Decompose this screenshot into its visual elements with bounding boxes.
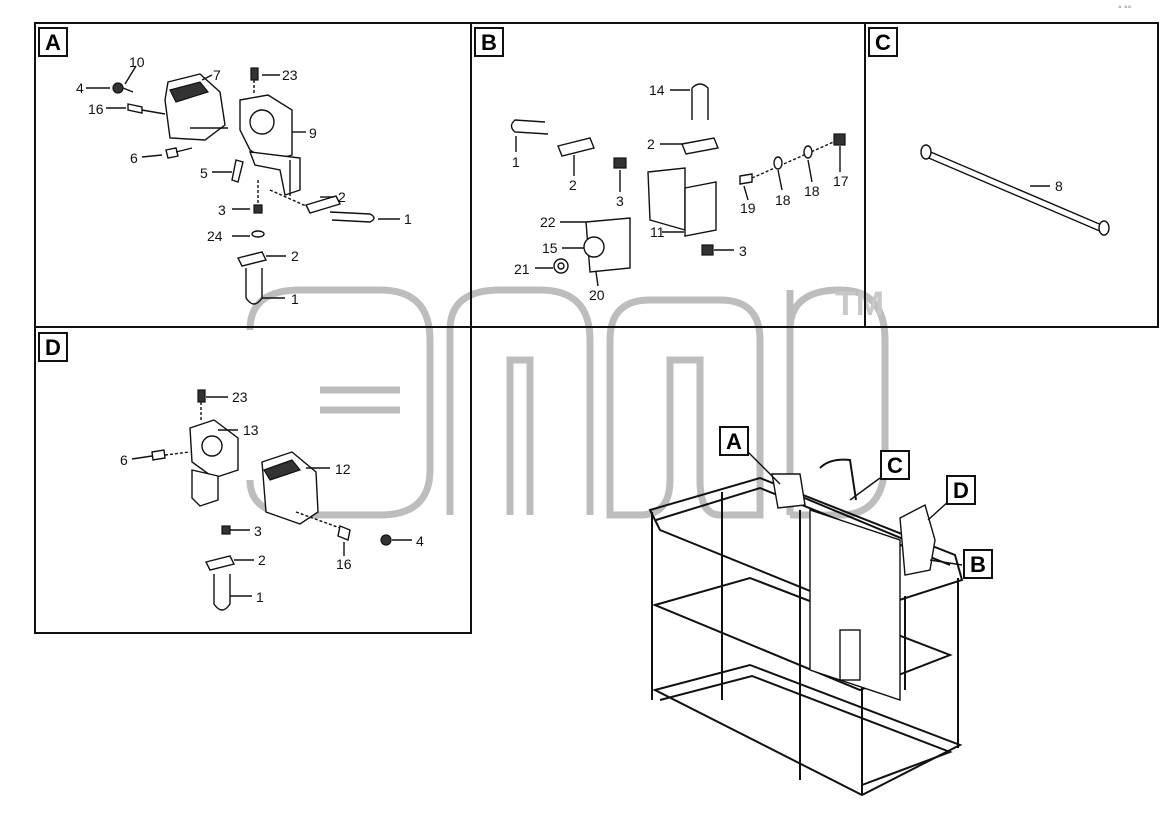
part-number-a-3: 3 — [218, 202, 226, 218]
part-number-a-10: 10 — [129, 54, 145, 70]
u-bolt-1-upper — [329, 211, 375, 223]
u-bolt-1 — [510, 119, 549, 135]
washer-24 — [251, 230, 265, 238]
screw-6 — [165, 147, 179, 159]
part-number-b-3-lower: 3 — [739, 243, 747, 259]
knob-4 — [380, 534, 392, 546]
nut-3 — [253, 204, 263, 214]
part-number-a-16: 16 — [88, 101, 104, 117]
part-number-a-23: 23 — [282, 67, 298, 83]
part-number-d-6: 6 — [120, 452, 128, 468]
part-number-b-18b: 18 — [804, 183, 820, 199]
part-number-b-17: 17 — [833, 173, 849, 189]
part-number-b-19: 19 — [740, 200, 756, 216]
part-number-a-1-lower: 1 — [291, 291, 299, 307]
rod-8 — [925, 149, 1105, 227]
nut-3-top — [613, 157, 627, 169]
screw-16 — [337, 525, 351, 541]
screw-16 — [127, 103, 143, 114]
part-number-d-4: 4 — [416, 533, 424, 549]
part-number-d-2: 2 — [258, 552, 266, 568]
part-number-b-20: 20 — [589, 287, 605, 303]
part-number-d-16: 16 — [336, 556, 352, 572]
part-number-a-9: 9 — [309, 125, 317, 141]
plug-15 — [583, 236, 605, 258]
part-number-a-7: 7 — [213, 67, 221, 83]
u-bolt-14 — [691, 83, 709, 120]
plate-2-right — [681, 137, 719, 155]
pin-5 — [231, 159, 244, 183]
part-number-b-3-top: 3 — [616, 193, 624, 209]
corner-mark: ° °° — [1118, 4, 1132, 14]
part-number-b-14: 14 — [649, 82, 665, 98]
part-number-a-4: 4 — [76, 80, 84, 96]
basket-callout-c: C — [880, 450, 910, 480]
part-number-b-21: 21 — [514, 261, 530, 277]
panel-c-frame — [864, 22, 1159, 328]
panel-b-label: B — [474, 27, 504, 57]
plate-2-left — [557, 137, 595, 157]
watermark-trademark: TM — [835, 285, 885, 323]
panel-d-label: D — [38, 332, 68, 362]
part-number-d-3: 3 — [254, 523, 262, 539]
screw-19 — [739, 173, 753, 185]
plate-2 — [204, 555, 236, 571]
basket-callout-b: B — [963, 549, 993, 579]
washer-18b — [803, 145, 813, 159]
part-number-a-1-upper: 1 — [404, 211, 412, 227]
nut-3-lower — [701, 244, 714, 256]
part-number-d-13: 13 — [243, 422, 259, 438]
part-number-a-2-lower: 2 — [291, 248, 299, 264]
nut-17 — [833, 133, 846, 146]
part-number-b-22: 22 — [540, 214, 556, 230]
plate-2-lower — [236, 251, 268, 267]
panel-d-frame — [34, 326, 472, 634]
part-number-d-12: 12 — [335, 461, 351, 477]
panel-a-label: A — [38, 27, 68, 57]
basket-callout-a: A — [719, 426, 749, 456]
part-number-b-2-right: 2 — [647, 136, 655, 152]
part-number-d-23: 23 — [232, 389, 248, 405]
washer-21 — [553, 258, 569, 274]
panel-c-label: C — [868, 27, 898, 57]
u-bolt-1-lower — [245, 268, 263, 305]
part-number-a-2-upper: 2 — [338, 189, 346, 205]
part-number-b-18a: 18 — [775, 192, 791, 208]
u-bolt-1 — [213, 574, 231, 611]
part-number-b-15: 15 — [542, 240, 558, 256]
plate-2-upper — [305, 195, 341, 214]
part-number-d-1: 1 — [256, 589, 264, 605]
part-number-b-11: 11 — [650, 224, 665, 240]
part-number-a-24: 24 — [207, 228, 223, 244]
washer-18a — [773, 156, 783, 170]
part-number-b-1: 1 — [512, 154, 520, 170]
basket-callout-d: D — [946, 475, 976, 505]
part-number-a-5: 5 — [200, 165, 208, 181]
screw-6 — [151, 449, 166, 461]
part-number-c-8: 8 — [1055, 178, 1063, 194]
part-number-a-6: 6 — [130, 150, 138, 166]
part-number-b-2-left: 2 — [569, 177, 577, 193]
